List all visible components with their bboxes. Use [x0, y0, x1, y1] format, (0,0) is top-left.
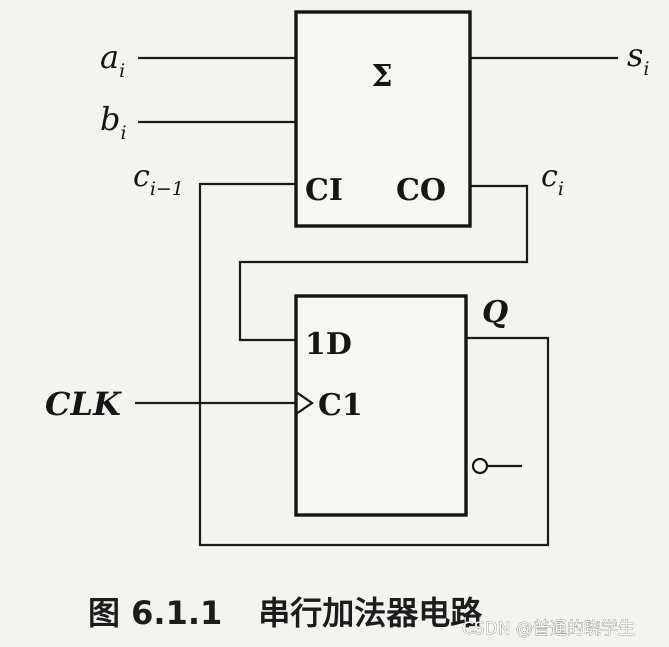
label-a-sub: i [119, 60, 125, 82]
figure-number: 图 6.1.1 [88, 594, 222, 632]
figure-title: 串行加法器电路 [258, 594, 483, 632]
csdn-watermark: CSDN @普通的晓学生 [462, 619, 635, 639]
label-sum-base: s [627, 36, 643, 74]
label-carry-in-base: c [133, 159, 150, 194]
d-flipflop-block [294, 294, 468, 517]
label-c-i: ci [541, 159, 564, 200]
label-b-sub: i [120, 122, 126, 144]
label-sum-sub: i [643, 58, 649, 80]
adder-sigma-symbol: Σ [371, 59, 392, 94]
adder-co-pin-label: CO [396, 173, 446, 208]
wire-carry-out-to-flipflop-d [238, 184, 529, 342]
label-carry-out-base: c [541, 159, 558, 194]
full-adder-block [294, 10, 472, 228]
label-b-base: b [100, 100, 120, 138]
label-q: Q [482, 295, 508, 330]
inverted-output-bubble-icon [471, 457, 489, 475]
label-s-i: si [627, 36, 650, 80]
clock-edge-triangle-icon [295, 391, 314, 415]
label-clk: CLK [45, 385, 122, 423]
label-carry-in-sub: i−1 [150, 178, 184, 200]
adder-ci-pin-label: CI [305, 173, 343, 208]
label-c-i-minus-1: ci−1 [133, 159, 184, 200]
wire-q-feedback-to-carry-in [198, 182, 550, 547]
flipflop-c1-pin-label: C1 [318, 388, 363, 423]
label-carry-out-sub: i [558, 178, 564, 200]
label-a-base: a [100, 38, 119, 76]
label-b-i: bi [100, 100, 127, 144]
label-a-i: ai [100, 38, 125, 82]
figure-caption: 图 6.1.1 串行加法器电路 [88, 594, 483, 632]
flipflop-1d-pin-label: 1D [305, 327, 352, 362]
